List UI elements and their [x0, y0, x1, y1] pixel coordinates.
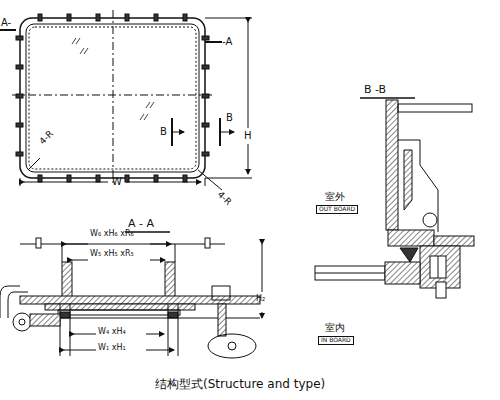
side-label: IN BOARD	[318, 336, 354, 345]
side-label: 室外	[325, 191, 345, 202]
bolt-lug	[183, 175, 187, 182]
bolt-lug	[38, 175, 42, 182]
section-title: B -B	[364, 84, 386, 96]
section-mark: B	[226, 112, 233, 123]
section-mark: A-	[1, 17, 11, 28]
bolt-lug	[202, 36, 209, 40]
section-title: A - A	[128, 218, 154, 230]
dimension-label: H	[244, 130, 252, 141]
figure-caption: 结构型式(Structure and type)	[155, 378, 325, 391]
bolt-lug	[96, 175, 100, 182]
bolt-lug	[67, 14, 71, 21]
dimension-label: W	[112, 176, 122, 187]
bolt-lug	[38, 14, 42, 21]
section-mark: B	[160, 126, 167, 137]
bolt-lug	[202, 123, 209, 127]
bolt-lug	[183, 14, 187, 21]
bolt-lug	[125, 14, 129, 21]
side-label: OUT BOARD	[316, 205, 358, 214]
dimension-label: W₅ xH₅ xR₅	[90, 250, 134, 259]
dimension-label: W₄ xH₄	[98, 328, 126, 337]
bolt-lug	[16, 94, 23, 98]
bolt-lug	[96, 14, 100, 21]
bolt-lug	[202, 65, 209, 69]
bolt-lug	[202, 152, 209, 156]
bolt-lug	[125, 175, 129, 182]
bolt-lug	[67, 175, 71, 182]
bolt-lug	[16, 65, 23, 69]
bolt-lug	[154, 14, 158, 21]
dimension-label: W₁ xH₁	[98, 344, 126, 353]
bolt-lug	[16, 36, 23, 40]
bolt-lug	[202, 94, 209, 98]
radius-label: 4-R	[215, 190, 233, 208]
bolt-lug	[154, 175, 158, 182]
bolt-lug	[16, 152, 23, 156]
side-label: 室内	[325, 322, 345, 333]
bolt-lug	[16, 123, 23, 127]
dimension-label: W₆ xH₆ xR₆	[90, 230, 134, 239]
section-mark: -A	[222, 36, 232, 47]
dimension-label: H₂	[256, 295, 265, 304]
radius-label: 4-R	[38, 129, 56, 147]
